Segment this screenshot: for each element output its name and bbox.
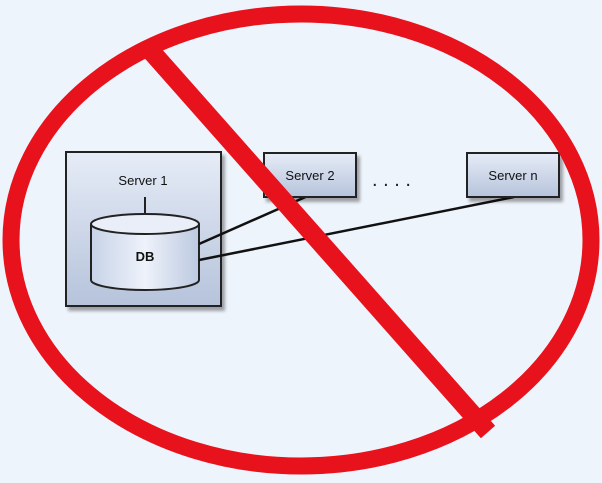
prohibition-symbol (2, 5, 600, 475)
server-2-label: Server 2 (285, 168, 334, 183)
database-label: DB (136, 249, 155, 264)
db-to-server-n-line (198, 195, 515, 262)
more-servers-ellipsis: . . . . (372, 169, 411, 191)
server-1-label: Server 1 (118, 173, 167, 188)
prohibition-slash (142, 43, 496, 439)
server-n-node: Server n (466, 152, 560, 198)
server-n-box (466, 152, 560, 198)
database-body (90, 224, 200, 291)
prohibition-circle (2, 5, 600, 475)
server-n-label: Server n (488, 168, 537, 183)
database-top (90, 213, 200, 235)
database-cylinder: DB (90, 213, 200, 291)
